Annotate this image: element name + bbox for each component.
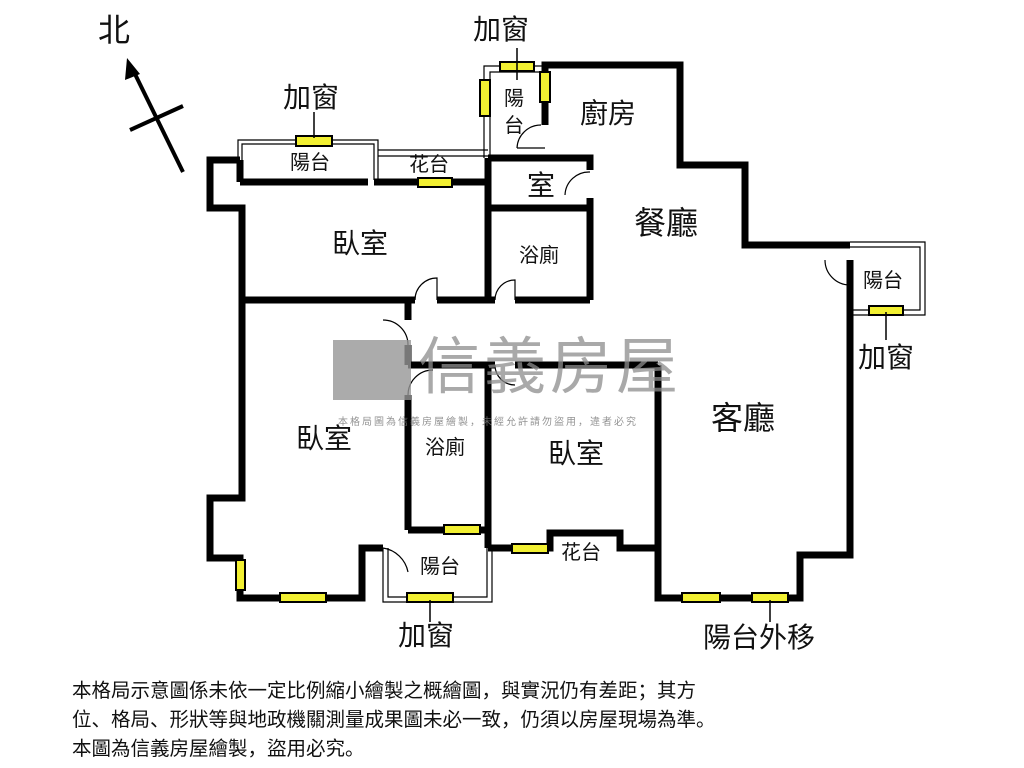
disclaimer-line: 本格局示意圖係未依一定比例縮小繪製之概繪圖，與實況仍有差距；其方 xyxy=(72,679,697,702)
room-storage: 室 xyxy=(527,169,556,202)
room-bath-top: 浴廁 xyxy=(519,243,559,267)
annotation-leaders xyxy=(313,48,887,622)
watermark-notice: 本格局圖為信義房屋繪製，未經允許請勿盜用，違者必究 xyxy=(338,417,638,428)
balcony-top-left: 陽台 xyxy=(290,150,330,174)
north-label: 北 xyxy=(98,11,131,49)
watermark-logo xyxy=(333,340,411,400)
disclaimer-line: 本圖為信義房屋繪製，盜用必究。 xyxy=(72,737,365,760)
disclaimer: 本格局示意圖係未依一定比例縮小繪製之概繪圖，與實況仍有差距；其方 位、格局、形狀… xyxy=(72,676,716,763)
room-kitchen: 廚房 xyxy=(580,97,637,130)
balcony-kitchen-1: 陽 xyxy=(504,86,524,110)
walls xyxy=(206,61,854,602)
room-bedroom-left: 臥室 xyxy=(296,422,353,455)
north-arrow-icon xyxy=(125,58,185,173)
room-living: 客廳 xyxy=(711,399,776,437)
planter-top: 花台 xyxy=(409,152,449,176)
balcony-right: 陽台 xyxy=(863,268,903,292)
room-dining: 餐廳 xyxy=(634,204,699,242)
window-label-bottom: 加窗 xyxy=(398,619,455,652)
window-label-right: 加窗 xyxy=(858,341,915,374)
balcony-kitchen-2: 台 xyxy=(504,113,524,137)
balcony-bottom: 陽台 xyxy=(420,554,460,578)
watermark-brand: 信義房屋 xyxy=(418,330,683,403)
room-bath-mid: 浴廁 xyxy=(425,435,465,459)
window-label-top: 加窗 xyxy=(473,13,530,46)
room-bedroom-top: 臥室 xyxy=(332,227,389,260)
planter-bottom: 花台 xyxy=(561,540,601,564)
balcony-moved-label: 陽台外移 xyxy=(703,621,816,654)
window-label-top-left: 加窗 xyxy=(283,81,340,114)
room-bedroom-mid: 臥室 xyxy=(548,437,605,470)
disclaimer-line: 位、格局、形狀等與地政機關測量成果圖未必一致，仍須以房屋現場為準。 xyxy=(72,708,716,731)
